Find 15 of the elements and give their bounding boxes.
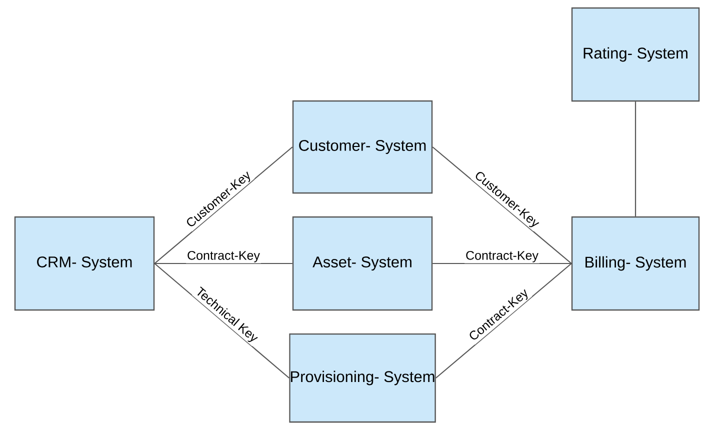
connector-line xyxy=(432,146,572,264)
connector-line xyxy=(432,262,572,264)
edge-label: Contract-Key xyxy=(466,250,538,262)
system-box: Rating- System xyxy=(571,7,700,102)
system-box: Billing- System xyxy=(571,216,700,311)
connector-line xyxy=(154,262,292,264)
connector-line xyxy=(436,263,572,378)
system-box: Asset- System xyxy=(292,216,433,311)
connector-line xyxy=(154,263,290,378)
system-box: CRM- System xyxy=(14,216,155,311)
connector-line xyxy=(154,146,293,264)
edge-label: Contract-Key xyxy=(188,250,260,262)
system-box: Provisioning- System xyxy=(289,333,436,423)
connector-line xyxy=(634,102,636,216)
system-box: Customer- System xyxy=(292,100,433,194)
